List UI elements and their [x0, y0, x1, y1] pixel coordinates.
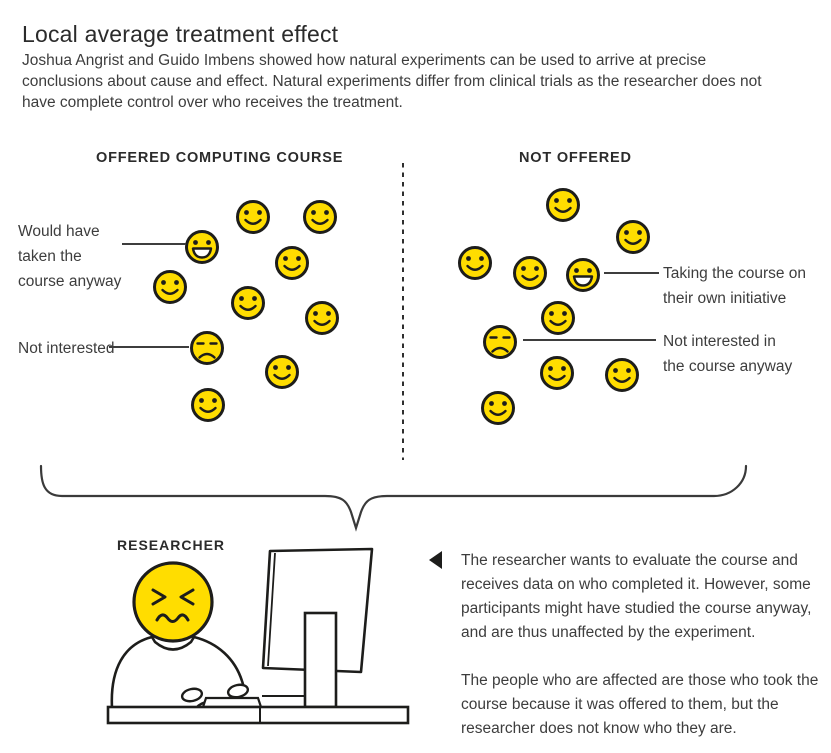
face-smile-icon: [262, 352, 302, 392]
researcher-face-icon: [132, 561, 214, 643]
researcher-label: RESEARCHER: [117, 537, 226, 553]
annotation-would-have-taken: Would have taken the course anyway: [18, 223, 122, 290]
face-smile-icon: [300, 197, 340, 237]
caption-paragraph-2: The people who are affected are those wh…: [461, 672, 819, 737]
face-smile-icon: [543, 185, 583, 225]
face-smile-icon: [613, 217, 653, 257]
face-grin-icon: [182, 227, 222, 267]
face-smile-icon: [537, 353, 577, 393]
desk: [106, 705, 410, 725]
leader-line: [109, 346, 189, 348]
leader-line: [604, 272, 659, 274]
leader-line: [122, 243, 186, 245]
keyboard-icon: [201, 696, 263, 709]
face-smile-icon: [272, 243, 312, 283]
face-annoyed-icon: [187, 328, 227, 368]
face-smile-icon: [455, 243, 495, 283]
annotation-not-interested-left: Not interested: [18, 340, 115, 357]
researcher-at-computer-illustration: [106, 547, 410, 725]
left-panel-header: OFFERED COMPUTING COURSE: [96, 150, 344, 166]
intro-text: Joshua Angrist and Guido Imbens showed h…: [22, 52, 762, 111]
hand-icon: [226, 683, 250, 699]
face-smile-icon: [233, 197, 273, 237]
right-panel-header: NOT OFFERED: [519, 150, 632, 166]
face-smile-icon: [150, 267, 190, 307]
face-smile-icon: [510, 253, 550, 293]
panel-divider-dashed-line: [402, 163, 404, 460]
curly-brace: [39, 464, 748, 532]
face-grin-icon: [563, 255, 603, 295]
annotation-not-interested-right: Not interested in the course anyway: [663, 333, 793, 375]
face-smile-icon: [538, 298, 578, 338]
face-smile-icon: [302, 298, 342, 338]
caption-paragraph-1: The researcher wants to evaluate the cou…: [461, 552, 812, 641]
face-smile-icon: [478, 388, 518, 428]
left-arrow-icon: [429, 551, 442, 569]
page-title: Local average treatment effect: [22, 21, 339, 48]
annotation-own-initiative: Taking the course on their own initiativ…: [663, 265, 807, 307]
monitor-icon: [261, 547, 374, 709]
leader-line: [523, 339, 656, 341]
face-smile-icon: [602, 355, 642, 395]
face-smile-icon: [228, 283, 268, 323]
face-annoyed-icon: [480, 322, 520, 362]
hand-icon: [180, 687, 204, 703]
face-smile-icon: [188, 385, 228, 425]
